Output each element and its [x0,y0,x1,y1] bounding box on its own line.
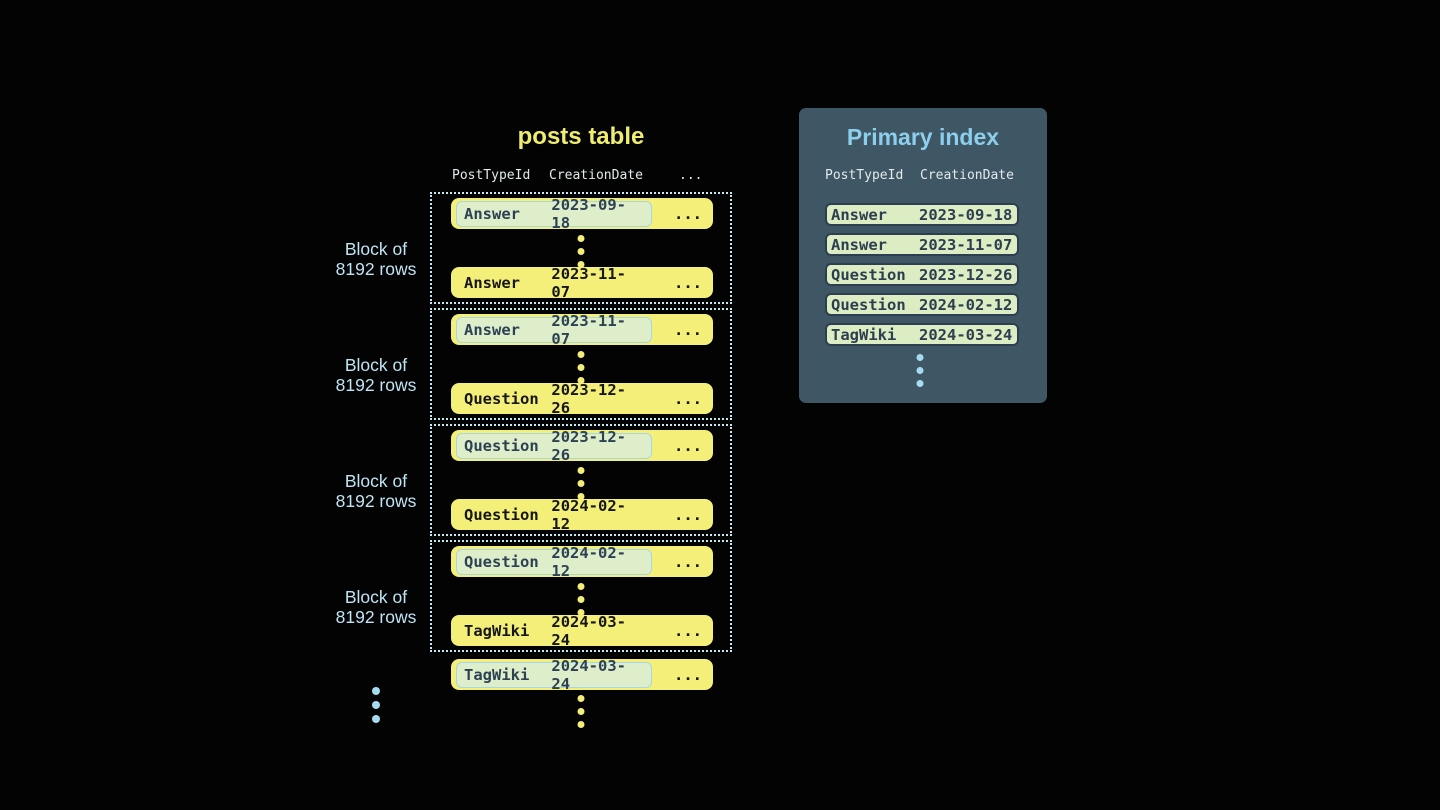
row-ellipsis: ... [674,436,702,455]
posts-table-column-headers: PostTypeId CreationDate ... [0,168,760,186]
table-row-overflow: TagWiki 2024-03-24 ... [451,657,713,693]
column-header-posttypeid: PostTypeId [825,168,904,183]
vertical-ellipsis-icon [577,351,585,384]
table-row: Answer 2023-11-07 ... [451,265,713,301]
row-ellipsis: ... [674,552,702,571]
block-4: Question 2024-02-12 ... TagWiki 2024-03-… [430,540,732,652]
primary-index-column-headers: PostTypeId CreationDate [799,168,1047,186]
vertical-ellipsis-icon [372,687,380,723]
block-label-4: Block of 8192 rows [335,587,417,627]
vertical-ellipsis-icon [577,695,585,728]
row-ellipsis: ... [674,665,702,684]
row-ellipsis: ... [674,320,702,339]
column-header-creationdate: CreationDate [549,168,643,183]
primary-index-panel: Primary index PostTypeId CreationDate An… [799,108,1047,403]
row-ellipsis: ... [674,273,702,292]
block-3: Question 2023-12-26 ... Question 2024-02… [430,424,732,536]
table-row: Question 2023-12-26 ... [451,428,713,464]
column-header-creationdate: CreationDate [920,168,1014,183]
row-ellipsis: ... [674,389,702,408]
indexed-row-highlight: Answer 2023-11-07 [456,312,652,348]
index-row: TagWiki 2024-03-24 [825,323,1019,346]
row-ellipsis: ... [674,621,702,640]
vertical-ellipsis-icon [577,583,585,616]
block-1: Answer 2023-09-18 ... Answer 2023-11-07 … [430,192,732,304]
vertical-ellipsis-icon [577,235,585,268]
index-row: Answer 2023-09-18 [825,203,1019,226]
vertical-ellipsis-icon [916,354,924,387]
table-row: TagWiki 2024-03-24 ... [451,613,713,649]
index-row: Question 2023-12-26 [825,263,1019,286]
indexed-row-highlight: Answer 2023-09-18 [456,196,652,232]
column-header-posttypeid: PostTypeId [452,168,531,183]
block-label-3: Block of 8192 rows [335,471,417,511]
index-row: Answer 2023-11-07 [825,233,1019,256]
row-ellipsis: ... [674,505,702,524]
indexed-row-highlight: TagWiki 2024-03-24 [456,657,652,693]
table-row: Question 2024-02-12 ... [451,544,713,580]
column-header-more: ... [679,168,703,183]
primary-index-title: Primary index [846,124,1000,150]
index-row: Question 2024-02-12 [825,293,1019,316]
vertical-ellipsis-icon [577,467,585,500]
block-label-1: Block of 8192 rows [335,239,417,279]
table-row: Question 2024-02-12 ... [451,497,713,533]
table-row: Answer 2023-09-18 ... [451,196,713,232]
posts-table-title: posts table [517,123,645,150]
row-ellipsis: ... [674,204,702,223]
table-row: Question 2023-12-26 ... [451,381,713,417]
block-label-2: Block of 8192 rows [335,355,417,395]
indexed-row-highlight: Question 2024-02-12 [456,544,652,580]
table-row: Answer 2023-11-07 ... [451,312,713,348]
block-2: Answer 2023-11-07 ... Question 2023-12-2… [430,308,732,420]
indexed-row-highlight: Question 2023-12-26 [456,428,652,464]
